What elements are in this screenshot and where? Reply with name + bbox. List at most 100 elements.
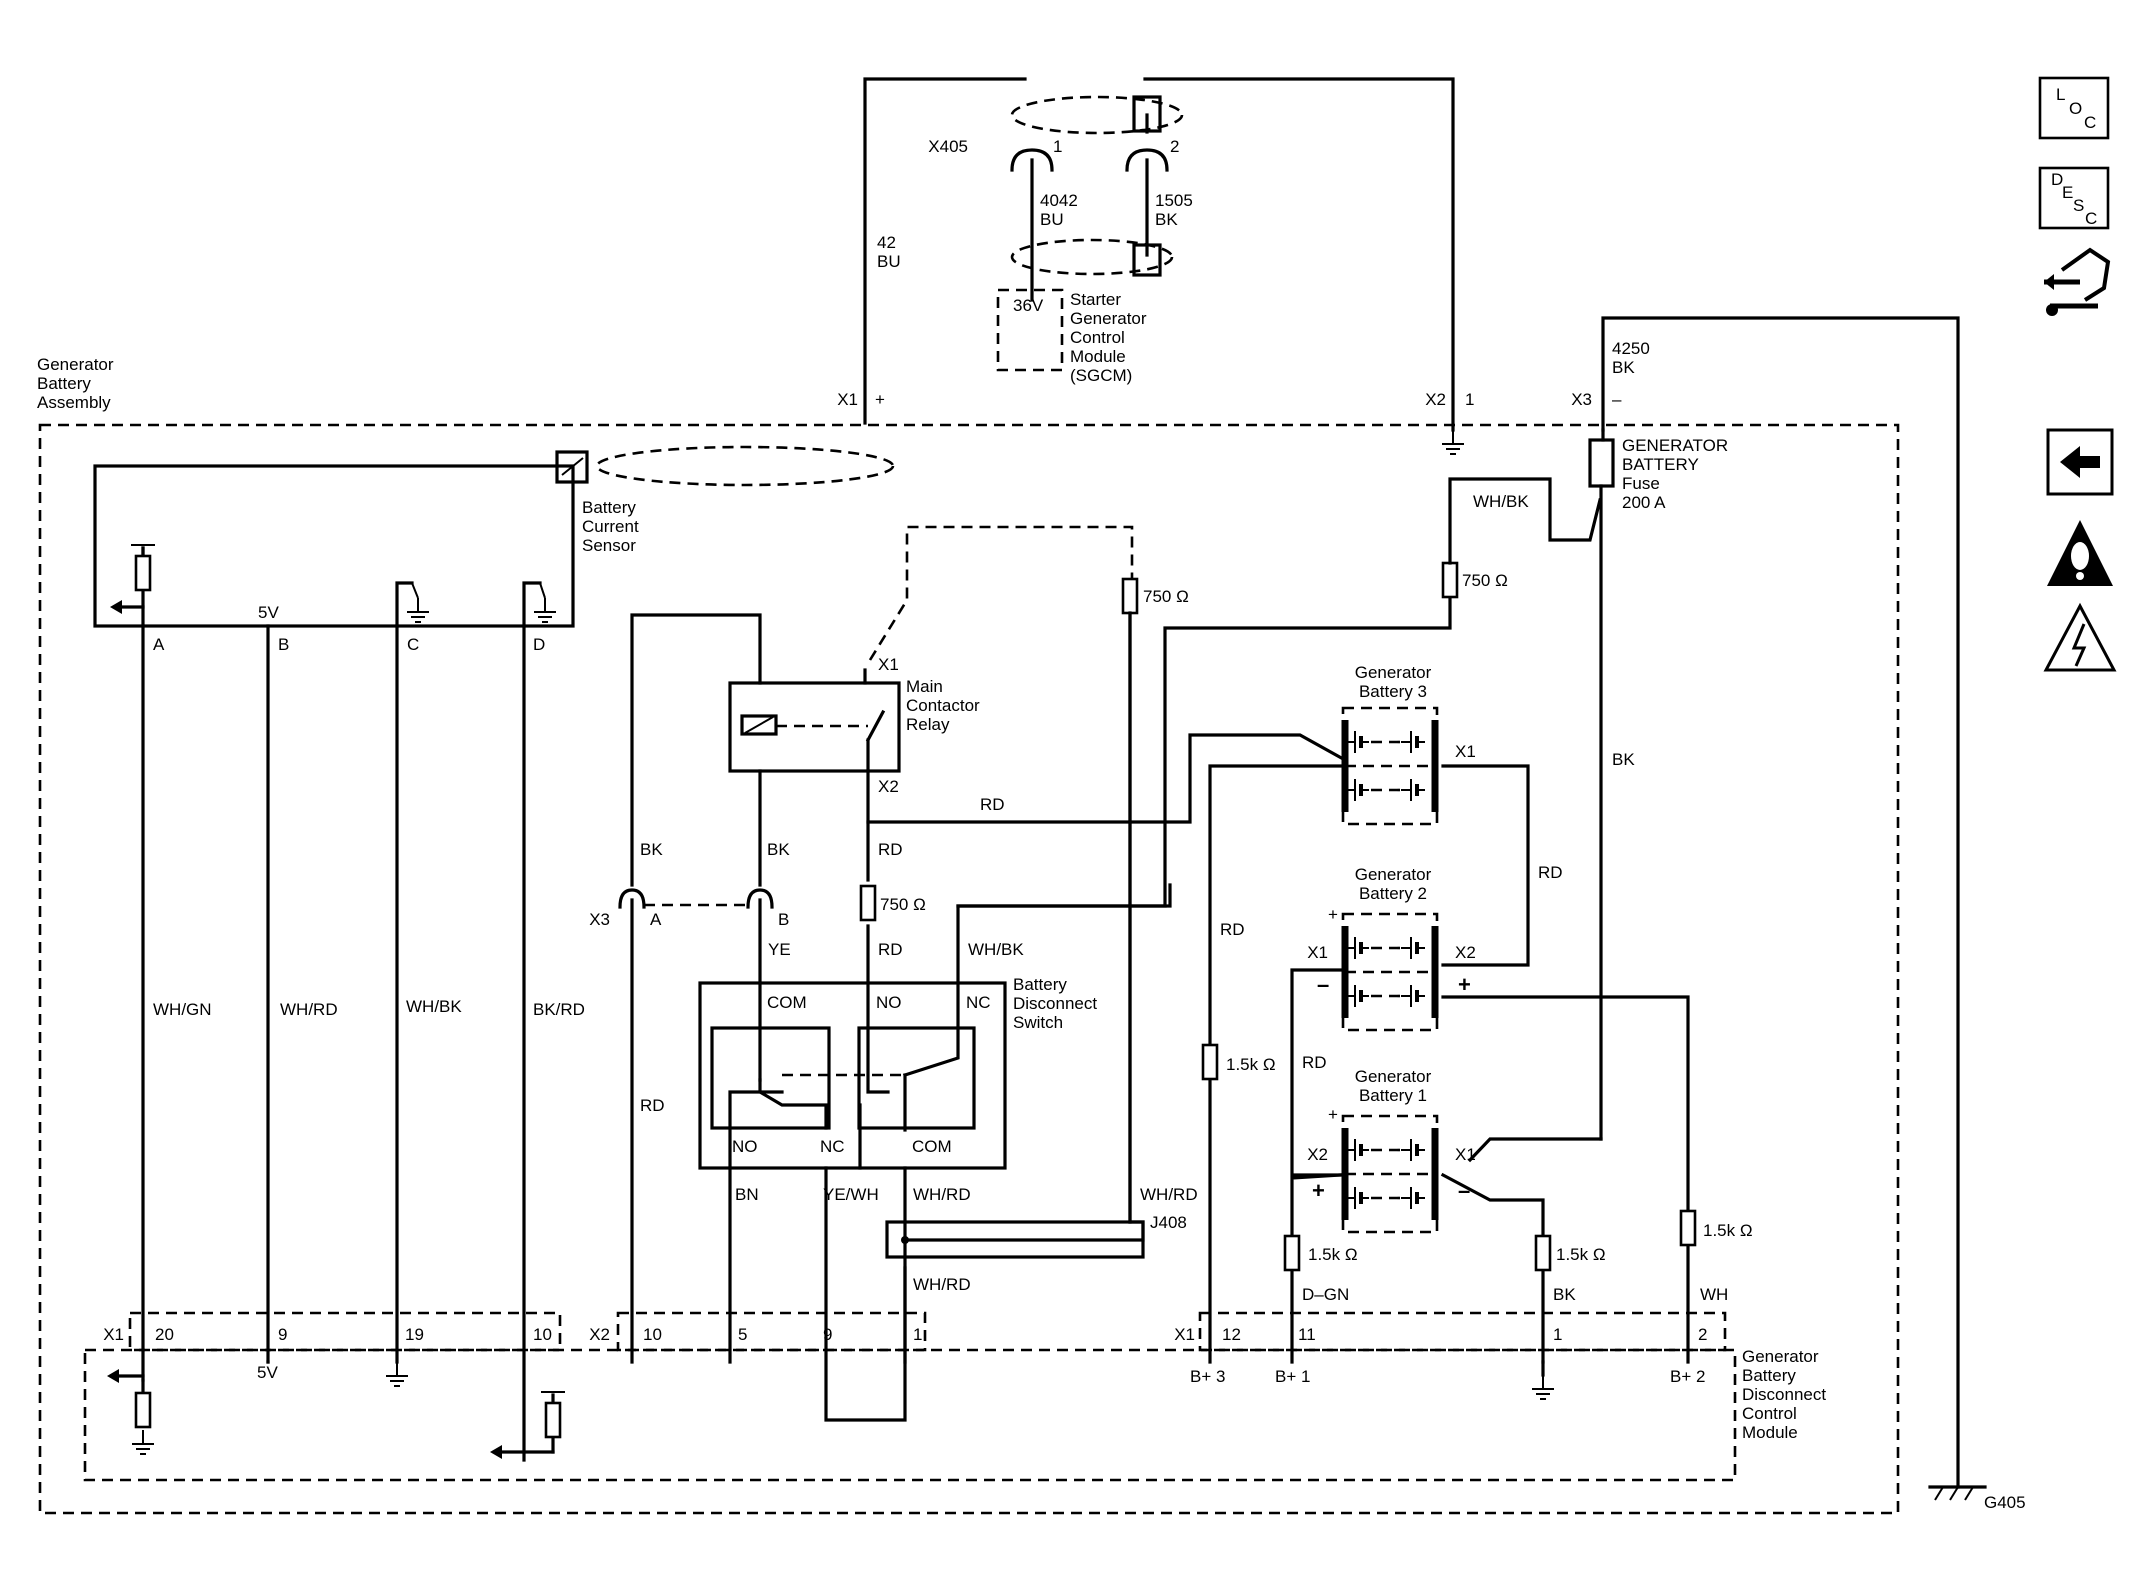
wire-4042-color: BU (1040, 210, 1064, 229)
assembly-label-3: Assembly (37, 393, 111, 412)
battery-1-plus-small: + (1328, 1105, 1338, 1124)
x3-switch-label: X3 (589, 910, 610, 929)
module-pin-9: 9 (278, 1325, 287, 1344)
sgcm-label-2: Generator (1070, 309, 1147, 328)
desc-letter-c: C (2085, 209, 2097, 228)
module-x2-pin-9: 9 (823, 1325, 832, 1344)
module-pin-10: 10 (533, 1325, 552, 1344)
sidebar-nav: L O C D E S C (2038, 76, 2117, 672)
sgcm-label-3: Control (1070, 328, 1125, 347)
sensor-harness (107, 624, 565, 1462)
high-voltage-warning-icon[interactable] (2043, 602, 2117, 672)
resistor-1k5-b3: 1.5k Ω (1226, 1055, 1276, 1074)
generator-battery-assembly-outline (38, 423, 1900, 1515)
sensor-pin-a: A (153, 635, 165, 654)
wire-rd-relay: RD (878, 840, 903, 859)
wire-bk-bottom: BK (1553, 1285, 1576, 1304)
module-label-2: Battery (1742, 1366, 1796, 1385)
feed-x3-label: X3 (1571, 390, 1592, 409)
sgcm-voltage: 36V (1013, 296, 1044, 315)
location-button[interactable]: L O C (2038, 76, 2110, 140)
wire-wh-rd: WH/RD (280, 1000, 338, 1019)
sensor-pin-d: D (533, 635, 545, 654)
fuse-label-1: GENERATOR (1622, 436, 1728, 455)
battery-1-label-2: Battery 1 (1359, 1086, 1427, 1105)
generator-battery-3 (1343, 708, 1437, 824)
switch-label-3: Switch (1013, 1013, 1063, 1032)
loc-letter-o: O (2069, 99, 2082, 118)
wire-4042-circuit: 4042 (1040, 191, 1078, 210)
module-connector-outlines (128, 1311, 1727, 1352)
module-b-plus-2: B+ 2 (1670, 1367, 1705, 1386)
wire-bk-right: BK (1612, 750, 1635, 769)
splice-j408 (885, 577, 1145, 1259)
caution-warning-icon[interactable] (2047, 520, 2113, 586)
switch-no-bottom: NO (732, 1137, 758, 1156)
battery-feed-wiring (956, 429, 1697, 1400)
feed-x1-label: X1 (837, 390, 858, 409)
feed-x3-minus: – (1612, 390, 1622, 409)
control-module-outline (83, 1348, 1737, 1482)
loc-letter-c: C (2084, 113, 2096, 132)
module-label-5: Module (1742, 1423, 1798, 1442)
relay-x1: X1 (878, 655, 899, 674)
relay-label-1: Main (906, 677, 943, 696)
wire-bn: BN (735, 1185, 759, 1204)
description-button[interactable]: D E S C (2038, 166, 2110, 230)
battery-current-sensor (93, 445, 895, 628)
wire-42-color: BU (877, 252, 901, 271)
battery-3-x1: X1 (1455, 742, 1476, 761)
battery-2-x1: X1 (1307, 943, 1328, 962)
module-pin-2: 2 (1698, 1325, 1707, 1344)
switch-nc-bottom: NC (820, 1137, 845, 1156)
desc-letter-s: S (2073, 196, 2084, 215)
module-x2-pin-10: 10 (643, 1325, 662, 1344)
sensor-5v: 5V (258, 603, 279, 622)
wire-bk-b: BK (767, 840, 790, 859)
module-x2: X2 (589, 1325, 610, 1344)
connector-info-icon[interactable] (2044, 247, 2111, 316)
module-x2-pin-1: 1 (913, 1325, 922, 1344)
wire-4250-circuit: 4250 (1612, 339, 1650, 358)
sgcm-label-5: (SGCM) (1070, 366, 1132, 385)
module-x1-right: X1 (1174, 1325, 1195, 1344)
g405-label: G405 (1984, 1493, 2026, 1512)
module-label-3: Disconnect (1742, 1385, 1826, 1404)
relay-label-3: Relay (906, 715, 950, 734)
back-arrow-button[interactable] (2046, 428, 2114, 496)
module-x2-pin-5: 5 (738, 1325, 747, 1344)
desc-letter-e: E (2062, 183, 2073, 202)
wire-wh-bk-top: WH/BK (1473, 492, 1529, 511)
wire-rd-b2: RD (1538, 863, 1563, 882)
relay-label-2: Contactor (906, 696, 980, 715)
battery-2-label-1: Generator (1355, 865, 1432, 884)
fuse-label-3: Fuse (1622, 474, 1660, 493)
battery-2-x2: X2 (1455, 943, 1476, 962)
wire-rd-switch: RD (878, 940, 903, 959)
wire-42-circuit: 42 (877, 233, 896, 252)
wire-wh-rd-switch: WH/RD (913, 1185, 971, 1204)
battery-1-minus: – (1458, 1178, 1470, 1203)
wire-ye-wh: YE/WH (823, 1185, 879, 1204)
battery-1-x1: X1 (1455, 1145, 1476, 1164)
resistor-1k5-gnd: 1.5k Ω (1556, 1245, 1606, 1264)
battery-2-plus: + (1458, 972, 1471, 997)
battery-3-label-1: Generator (1355, 663, 1432, 682)
wire-wh-gn: WH/GN (153, 1000, 212, 1019)
switch-label-1: Battery (1013, 975, 1067, 994)
wire-rd-b1: RD (1302, 1053, 1327, 1072)
assembly-label-1: Generator (37, 355, 114, 374)
battery-2-minus: – (1317, 972, 1329, 997)
battery-disconnect-switch (698, 883, 1172, 1422)
battery-3-label-2: Battery 3 (1359, 682, 1427, 701)
battery-1-x2: X2 (1307, 1145, 1328, 1164)
x405-label: X405 (928, 137, 968, 156)
sgcm-label-4: Module (1070, 347, 1126, 366)
module-label-1: Generator (1742, 1347, 1819, 1366)
resistor-750-fuse: 750 Ω (1462, 571, 1508, 590)
x405-pin1: 1 (1053, 137, 1062, 156)
module-b-plus-1: B+ 1 (1275, 1367, 1310, 1386)
module-pin-11: 11 (1298, 1325, 1316, 1344)
module-b-plus-3: B+ 3 (1190, 1367, 1225, 1386)
fuse-label-2: BATTERY (1622, 455, 1699, 474)
